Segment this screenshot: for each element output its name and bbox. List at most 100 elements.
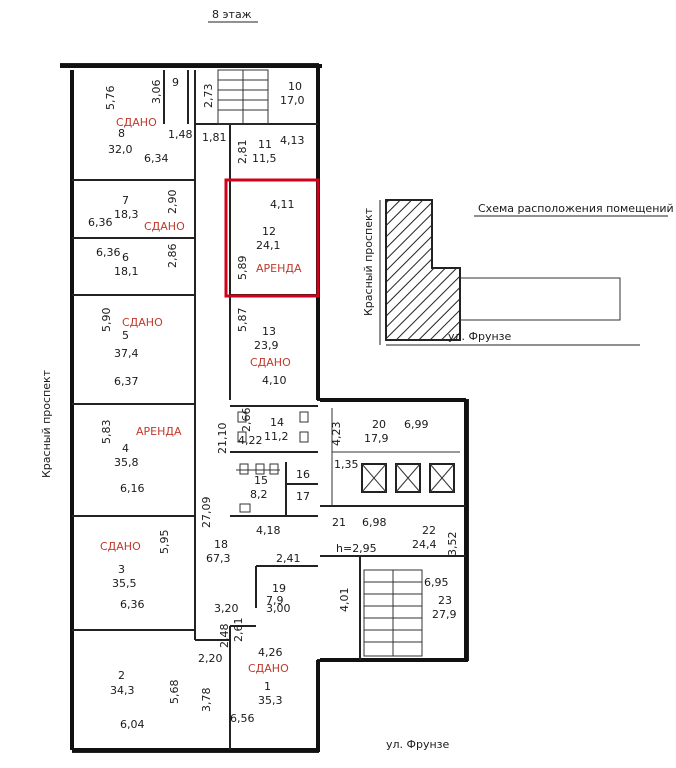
room-area-22: 24,4 [412,538,437,551]
toilet-fixtures [237,411,309,513]
room-area-18: 67,3 [206,552,231,565]
room-label-8: 8 [118,127,125,140]
highlight-room-12 [224,178,320,298]
room-label-7: 7 [122,194,129,207]
dim-label: 3,00 [266,602,291,615]
height-note: h=2,95 [336,542,377,555]
dim-label: 5,90 [100,308,113,333]
status-room-3: СДАНО [100,540,141,553]
dim-label: 6,95 [424,576,449,589]
dim-label: 5,68 [168,680,181,705]
room-label-23: 23 [438,594,452,607]
dim-label: 2,86 [166,244,179,269]
room-label-14: 14 [270,416,284,429]
room-area-14: 11,2 [264,430,289,443]
dim-label: 6,36 [120,598,145,611]
location-scheme: Схема расположения помещений Красный про… [362,199,674,346]
dim-label: 4,01 [338,588,351,613]
dim-label: 3,78 [200,688,213,713]
room-label-6: 6 [122,251,129,264]
dim-label: 6,99 [404,418,429,431]
dim-label: 6,36 [88,216,113,229]
dim-label: 6,56 [230,712,255,725]
room-area-15: 8,2 [250,488,268,501]
room-label-9: 9 [172,76,179,89]
dim-label: 4,18 [256,524,281,537]
dim-label: 3,52 [446,532,459,557]
status-room-7: СДАНО [144,220,185,233]
dim-label: 1,35 [334,458,359,471]
dim-label: 2,73 [202,84,215,109]
room-label-16: 16 [296,468,310,481]
room-area-7: 18,3 [114,208,139,221]
street-left-label: Красный проспект [40,369,53,478]
street-bottom-label: ул. Фрунзе [386,738,450,751]
status-room-12: АРЕНДА [256,262,302,275]
status-room-13: СДАНО [250,356,291,369]
floor-title: 8 этаж [212,8,252,21]
dim-label: 1,81 [202,131,227,144]
scheme-building [385,199,461,341]
staircase-top [217,69,269,125]
dim-label: 6,34 [144,152,169,165]
dim-label: 6,36 [96,246,121,259]
dim-label: 6,98 [362,516,387,529]
room-label-2: 2 [118,669,125,682]
dim-label: 6,37 [114,375,139,388]
room-area-3: 35,5 [112,577,137,590]
dim-label: 2,41 [276,552,301,565]
elevators [361,463,455,493]
room-label-17: 17 [296,490,310,503]
room-area-4: 35,8 [114,456,139,469]
dim-label: 5,83 [100,420,113,445]
dim-label: 5,95 [158,530,171,555]
room-label-3: 3 [118,563,125,576]
dim-label: 5,76 [104,86,117,111]
room-area-6: 18,1 [114,265,139,278]
room-label-4: 4 [122,442,129,455]
room-area-10: 17,0 [280,94,305,107]
scheme-title: Схема расположения помещений [478,202,674,215]
dim-label: 2,48 [218,624,231,649]
dim-label: 2,90 [166,190,179,215]
status-room-1: СДАНО [248,662,289,675]
room-label-19: 19 [272,582,286,595]
room-area-23: 27,9 [432,608,457,621]
room-labels: 8 32,0 9 10 17,0 11 11,5 7 18,3 6 18,1 1… [108,76,457,707]
dim-label: 2,20 [198,652,223,665]
dim-label: 2,81 [236,140,249,165]
room-label-20: 20 [372,418,386,431]
room-area-12: 24,1 [256,239,281,252]
status-room-4: АРЕНДА [136,425,182,438]
dimension-labels: 5,76 3,06 2,73 1,48 1,81 6,34 4,13 2,81 … [88,80,459,732]
dim-label: 4,13 [280,134,305,147]
status-room-5: СДАНО [122,316,163,329]
dim-label: 4,11 [270,198,295,211]
dim-label: 4,22 [238,434,263,447]
dim-label: 4,26 [258,646,283,659]
dim-label: 5,89 [236,256,249,281]
room-area-2: 34,3 [110,684,135,697]
dim-label: 2,66 [240,408,253,433]
room-area-19: 7,9 [266,594,284,607]
scheme-street-left: Красный проспект [362,207,375,316]
room-label-21: 21 [332,516,346,529]
room-area-11: 11,5 [252,152,277,165]
staircase-bottom [363,569,423,657]
room-area-20: 17,9 [364,432,389,445]
room-label-12: 12 [262,225,276,238]
dim-label: 5,87 [236,308,249,333]
status-room-8: СДАНО [116,116,157,129]
room-area-8: 32,0 [108,143,133,156]
dim-label: 21,10 [216,423,229,455]
dim-label: 27,09 [200,497,213,529]
dim-label: 2,61 [232,618,245,643]
room-area-13: 23,9 [254,339,279,352]
dim-label: 1,48 [168,128,193,141]
scheme-street-bottom: ул. Фрунзе [448,330,512,343]
room-label-1: 1 [264,680,271,693]
room-area-1: 35,3 [258,694,283,707]
room-label-22: 22 [422,524,436,537]
